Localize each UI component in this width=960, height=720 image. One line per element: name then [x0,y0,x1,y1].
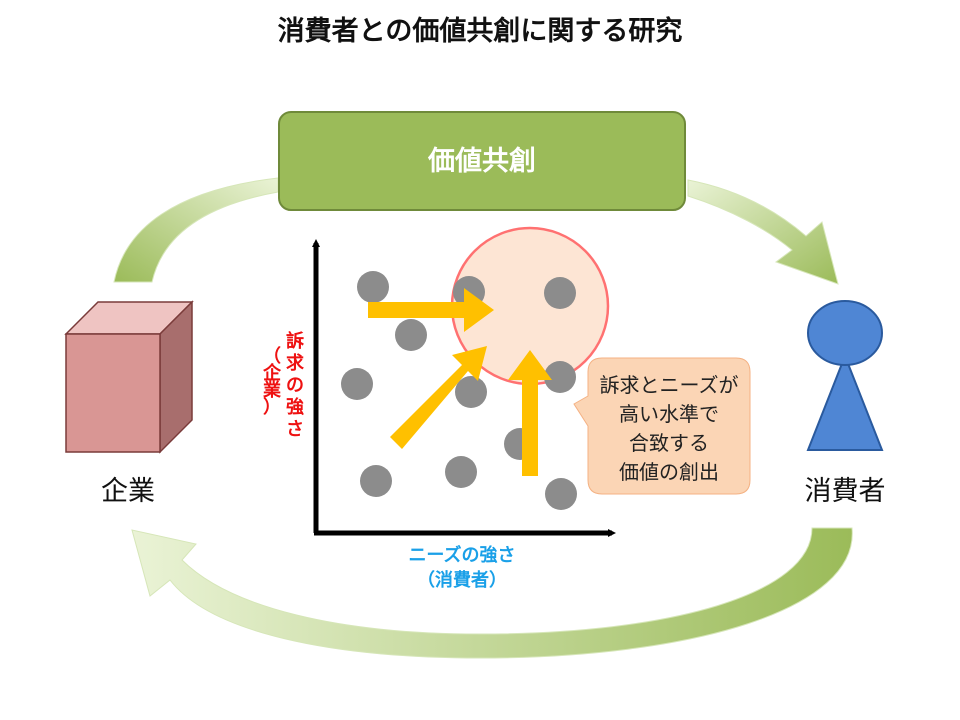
y-axis-label: 訴求の強さ （企業） [262,330,305,440]
callout-line1: 訴求とニーズが [600,373,739,397]
dot [341,368,373,400]
cocreation-label: 価値共創 [427,146,536,177]
y-axis-label-line1: 訴求の強さ [286,330,305,440]
dot [544,361,576,393]
company-label: 企業 [101,476,155,507]
callout-bubble: 訴求とニーズが 高い水準で 合致する 価値の創出 [573,357,751,495]
dot [360,465,392,497]
callout-line3: 合致する [629,431,709,455]
arrow-right-icon [368,288,494,332]
x-axis-label-line1: ニーズの強さ [408,544,515,566]
arc-arrow-cocreation-to-consumer [687,179,839,285]
dot [455,376,487,408]
dot [445,456,477,488]
consumer-label: 消費者 [805,476,886,507]
y-axis-label-line2: （企業） [262,346,282,418]
callout-line4: 価値の創出 [619,460,719,484]
dot [357,271,389,303]
yellow-arrows [368,288,552,476]
scatter-dots [341,271,577,510]
dot [395,319,427,351]
company-cube-icon [64,300,194,454]
x-axis-label-line2: （消費者） [417,569,507,591]
dot [544,277,576,309]
arc-arrow-consumer-to-company [131,527,853,659]
cocreation-box: 価値共創 [278,111,686,211]
arrow-up-icon [508,350,552,476]
page-title: 消費者との価値共創に関する研究 [278,15,683,47]
consumer-person-icon [806,300,884,451]
callout-line2: 高い水準で [619,402,719,426]
arc-arrow-company-to-cocreation [113,177,279,283]
dot [545,478,577,510]
arrow-diagonal-icon [390,346,487,449]
